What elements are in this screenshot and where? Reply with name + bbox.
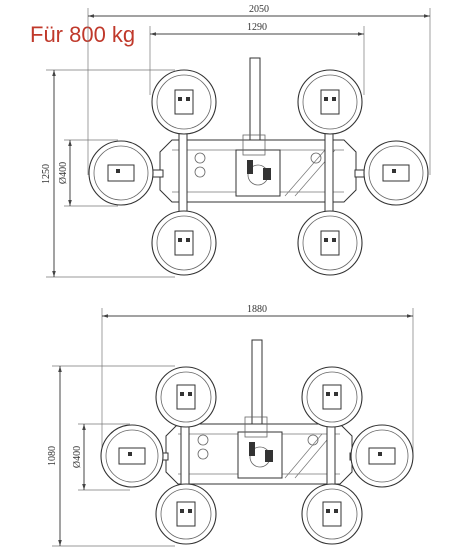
top-handle-bar	[249, 57, 261, 154]
top-height-dimension: 1250	[41, 69, 175, 278]
top-suction-cup	[151, 69, 217, 135]
bottom-drawing: 1880 1080 Ø400	[47, 304, 414, 547]
top-gauge-icon	[194, 166, 206, 178]
top-gauge-icon	[194, 152, 206, 164]
top-gauge-icon	[310, 152, 322, 164]
top-suction-cup	[363, 140, 429, 206]
capacity-heading: Für 800 kg	[30, 22, 136, 47]
bottom-suction-cup	[350, 424, 414, 488]
top-overall-width-dimension: 2050	[87, 4, 431, 175]
top-suction-cup	[297, 69, 363, 135]
top-suction-cup	[88, 140, 154, 206]
bottom-suction-cup	[155, 483, 217, 545]
bottom-gauge-icon	[197, 434, 209, 446]
top-inner-width-label: 1290	[247, 22, 267, 33]
top-suction-cup	[297, 210, 363, 276]
bottom-control-unit	[237, 416, 283, 479]
top-inner-width-dimension: 1290	[149, 22, 365, 95]
top-overall-width-label: 2050	[249, 4, 269, 15]
top-suction-cup	[151, 210, 217, 276]
top-drawing: 2050 1290 1250 Ø400	[41, 4, 431, 278]
bottom-gauge-icon	[307, 434, 319, 446]
bottom-overall-width-label: 1880	[247, 304, 267, 315]
bottom-suction-cup	[155, 366, 217, 428]
top-diameter-dimension: Ø400	[58, 139, 118, 207]
bottom-suction-cup	[301, 366, 363, 428]
top-diameter-label: Ø400	[58, 162, 69, 184]
bottom-diameter-dimension: Ø400	[72, 423, 130, 491]
bottom-handle-bar	[251, 339, 263, 436]
bottom-height-label: 1080	[47, 446, 58, 466]
bottom-overall-width-dimension: 1880	[101, 304, 414, 455]
bottom-suction-cup	[301, 483, 363, 545]
bottom-height-dimension: 1080	[47, 365, 175, 547]
bottom-diameter-label: Ø400	[72, 446, 83, 468]
bottom-gauge-icon	[197, 448, 209, 460]
bottom-suction-cup	[100, 424, 164, 488]
top-control-unit	[235, 134, 281, 197]
top-height-label: 1250	[41, 164, 52, 184]
